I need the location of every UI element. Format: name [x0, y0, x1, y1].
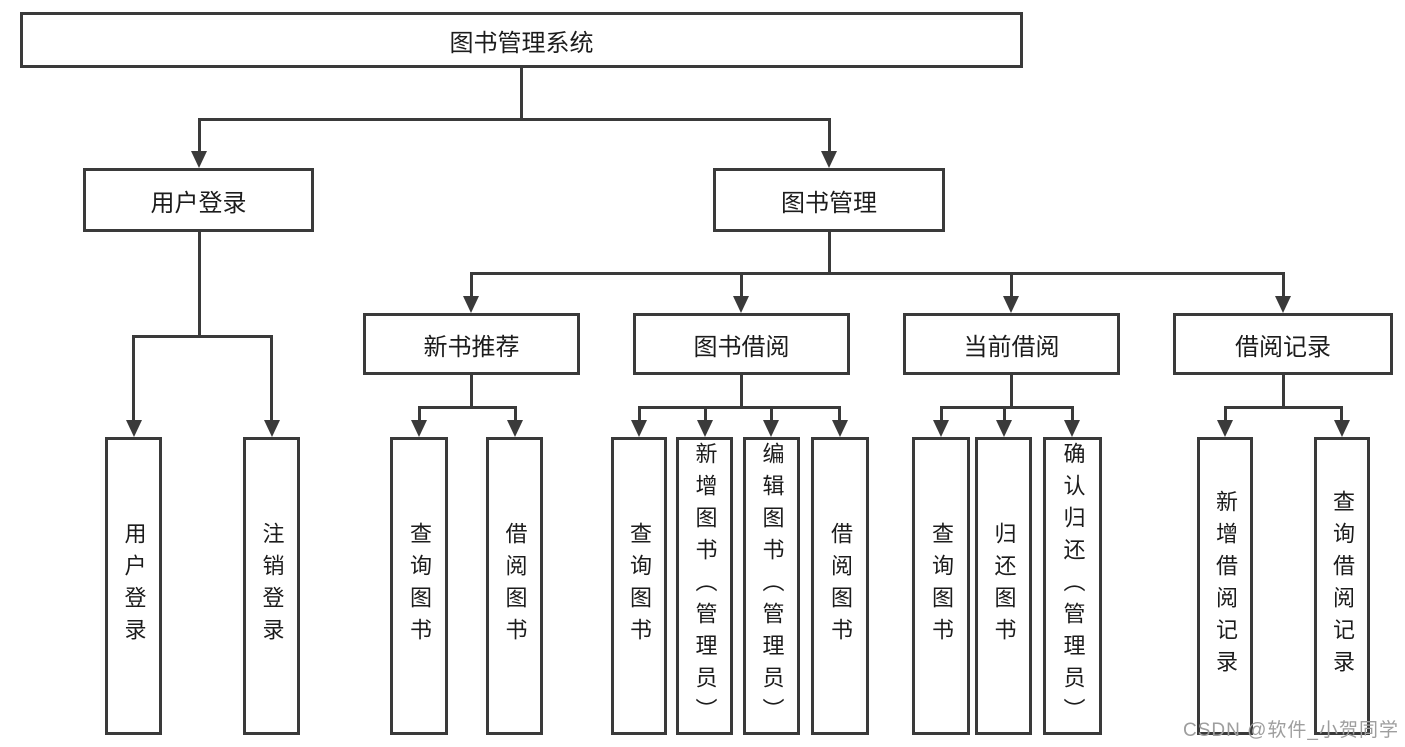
arrow-down-icon [1003, 296, 1019, 313]
connector-line [1071, 406, 1074, 422]
root-node-library-system: 图书管理系统 [20, 12, 1023, 68]
connector-line [828, 232, 831, 272]
connector-line [1224, 406, 1227, 422]
node-new-book-recommendation: 新书推荐 [363, 313, 580, 375]
leaf-node-query-books-1: 查询图书 [390, 437, 448, 735]
node-book-management: 图书管理 [713, 168, 945, 232]
leaf-label: 查询借阅记录 [1330, 490, 1355, 682]
leaf-node-query-books-3: 查询图书 [912, 437, 970, 735]
leaf-node-edit-books-admin: 编辑图书（管理员） [743, 437, 800, 735]
node-user-login: 用户登录 [83, 168, 314, 232]
leaf-label: 查询图书 [407, 522, 432, 650]
node-borrowing-records: 借阅记录 [1173, 313, 1393, 375]
connector-line [740, 272, 743, 299]
arrow-down-icon [463, 296, 479, 313]
arrow-down-icon [832, 420, 848, 437]
leaf-node-add-books-admin: 新增图书（管理员） [676, 437, 733, 735]
connector-line [704, 406, 707, 422]
connector-line [470, 375, 473, 406]
node-label: 新书推荐 [423, 333, 520, 361]
connector-line [520, 68, 523, 118]
arrow-down-icon [507, 420, 523, 437]
connector-line [198, 118, 201, 154]
node-label: 图书管理 [781, 189, 877, 217]
arrow-down-icon [733, 296, 749, 313]
connector-line [828, 118, 831, 154]
connector-line [940, 406, 943, 422]
connector-line [940, 406, 1073, 409]
node-book-borrowing: 图书借阅 [633, 313, 850, 375]
arrow-down-icon [697, 420, 713, 437]
node-label: 当前借阅 [963, 333, 1060, 361]
arrow-down-icon [1064, 420, 1080, 437]
leaf-node-return-books: 归还图书 [975, 437, 1032, 735]
connector-line [470, 272, 1284, 275]
connector-line [418, 406, 421, 422]
arrow-down-icon [1217, 420, 1233, 437]
leaf-node-query-books-2: 查询图书 [611, 437, 667, 735]
connector-line [740, 375, 743, 406]
leaf-node-borrow-books-1: 借阅图书 [486, 437, 543, 735]
connector-line [470, 272, 473, 299]
connector-line [1010, 375, 1013, 406]
node-label: 用户登录 [150, 189, 247, 217]
leaf-label: 查询图书 [627, 522, 652, 650]
connector-line [198, 232, 201, 335]
csdn-watermark: CSDN @软件_小贺同学 [1183, 720, 1399, 741]
arrow-down-icon [264, 420, 280, 437]
arrow-down-icon [933, 420, 949, 437]
leaf-label: 借阅图书 [502, 522, 528, 650]
leaf-label: 查询图书 [929, 522, 954, 650]
arrow-down-icon [763, 420, 779, 437]
leaf-node-logout: 注销登录 [243, 437, 300, 735]
leaf-node-user-login: 用户登录 [105, 437, 162, 735]
arrow-down-icon [1275, 296, 1291, 313]
connector-line [1003, 406, 1006, 422]
arrow-down-icon [126, 420, 142, 437]
connector-line [1282, 375, 1285, 406]
leaf-node-add-borrow-record: 新增借阅记录 [1197, 437, 1253, 735]
connector-line [198, 118, 831, 121]
connector-line [1224, 406, 1342, 409]
connector-line [638, 406, 841, 409]
leaf-node-borrow-books-2: 借阅图书 [811, 437, 869, 735]
node-current-borrowing: 当前借阅 [903, 313, 1120, 375]
leaf-label: 编辑图书（管理员） [759, 442, 785, 730]
arrow-down-icon [821, 151, 837, 168]
leaf-label: 确认归还（管理员） [1060, 442, 1086, 730]
leaf-label: 新增图书（管理员） [692, 442, 718, 730]
leaf-label: 用户登录 [121, 522, 147, 650]
node-label: 借阅记录 [1235, 333, 1331, 361]
leaf-label: 借阅图书 [828, 522, 853, 650]
connector-line [838, 406, 841, 422]
connector-line [638, 406, 641, 422]
connector-line [770, 406, 773, 422]
connector-line [418, 406, 517, 409]
leaf-label: 注销登录 [259, 522, 285, 650]
leaf-label: 新增借阅记录 [1213, 490, 1238, 682]
connector-line [132, 335, 273, 338]
leaf-node-query-borrow-record: 查询借阅记录 [1314, 437, 1370, 735]
arrow-down-icon [631, 420, 647, 437]
connector-line [132, 335, 135, 423]
node-label: 图书借阅 [693, 333, 790, 361]
leaf-node-confirm-return-admin: 确认归还（管理员） [1043, 437, 1102, 735]
connector-line [1340, 406, 1343, 422]
arrow-down-icon [191, 151, 207, 168]
arrow-down-icon [996, 420, 1012, 437]
connector-line [270, 335, 273, 423]
connector-line [1282, 272, 1285, 299]
leaf-label: 归还图书 [991, 522, 1017, 650]
arrow-down-icon [411, 420, 427, 437]
arrow-down-icon [1334, 420, 1350, 437]
root-node-label: 图书管理系统 [449, 29, 594, 57]
connector-line [514, 406, 517, 422]
connector-line [1010, 272, 1013, 299]
